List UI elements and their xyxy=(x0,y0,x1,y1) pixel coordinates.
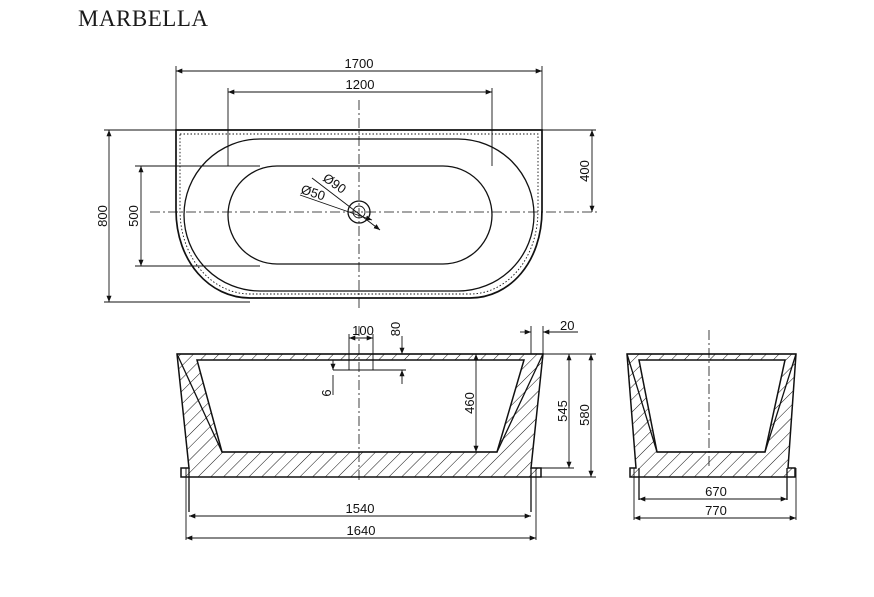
dim-rim: 20 xyxy=(560,318,574,333)
end-section-hatch xyxy=(626,353,797,478)
end-view: 670 770 xyxy=(626,330,797,521)
dim-drain-height: 80 xyxy=(388,322,403,336)
dim-end-base-inner: 670 xyxy=(705,484,727,499)
dim-drain-offset: 6 xyxy=(319,389,334,396)
tub-floor xyxy=(227,165,493,265)
dim-base-inner: 1540 xyxy=(346,501,375,516)
dim-inner-depth: 460 xyxy=(462,392,477,414)
dim-height-inner: 545 xyxy=(555,400,570,422)
tub-ribbed-edge xyxy=(179,133,539,295)
side-inner-profile xyxy=(176,353,544,453)
dim-half-width: 400 xyxy=(577,160,592,182)
dim-height: 580 xyxy=(577,404,592,426)
dim-inner-length: 1200 xyxy=(346,77,375,92)
side-view: 100 80 6 20 460 545 580 1540 164 xyxy=(176,318,596,541)
dim-drain-hole: Ø50 xyxy=(299,182,327,204)
product-title: MARBELLA xyxy=(78,6,209,31)
side-section-hatch xyxy=(176,353,544,478)
end-inner-profile xyxy=(626,353,797,453)
dim-width: 800 xyxy=(95,205,110,227)
dim-base-outer: 1640 xyxy=(347,523,376,538)
dim-inner-width: 500 xyxy=(126,205,141,227)
dim-drain-width: 100 xyxy=(352,323,374,338)
tub-outer-outline xyxy=(175,129,543,299)
top-view: 1700 1200 800 500 400 Ø90 Ø50 xyxy=(95,56,600,310)
dim-end-base-outer: 770 xyxy=(705,503,727,518)
dim-length: 1700 xyxy=(345,56,374,71)
